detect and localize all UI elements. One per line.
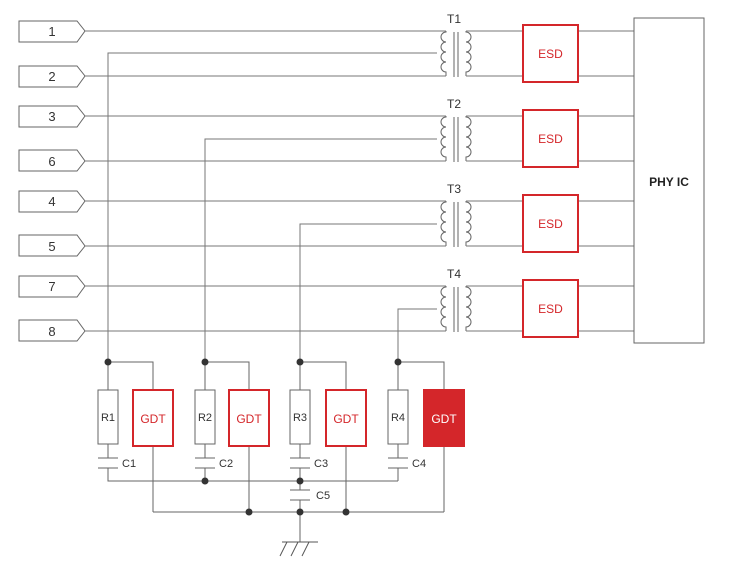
resistor-r1: R1 <box>97 389 119 445</box>
gdt-label: GDT <box>236 412 262 426</box>
esd-label: ESD <box>538 217 563 231</box>
transformer-label: T1 <box>447 12 461 26</box>
pin-connector-4: 4 <box>18 190 86 213</box>
pin-label: 6 <box>48 154 55 169</box>
resistor-r2: R2 <box>194 389 216 445</box>
esd-block-1: ESD <box>522 24 579 83</box>
pin-label: 2 <box>48 69 55 84</box>
phy-ic-label: PHY IC <box>649 175 689 189</box>
ground-icon <box>279 541 318 557</box>
esd-label: ESD <box>538 132 563 146</box>
capacitor-c1: C1 <box>98 457 136 470</box>
resistor-r3: R3 <box>289 389 311 445</box>
pin-connector-5: 5 <box>18 234 86 257</box>
pin-label: 8 <box>48 324 55 339</box>
resistor-r4: R4 <box>387 389 409 445</box>
gdt-3: GDT <box>325 389 367 447</box>
esd-label: ESD <box>538 47 563 61</box>
gdt-label: GDT <box>140 412 166 426</box>
resistor-label: R4 <box>391 412 405 424</box>
esd-label: ESD <box>538 302 563 316</box>
pin-label: 4 <box>48 194 55 209</box>
pin-label: 7 <box>48 279 55 294</box>
transformer-t3: T3 <box>440 182 472 247</box>
gdt-4: GDT <box>423 389 465 447</box>
pin-connector-6: 6 <box>18 149 86 172</box>
pin-connector-2: 2 <box>18 65 86 88</box>
transformer-t2: T2 <box>440 97 472 162</box>
gdt-label: GDT <box>431 412 457 426</box>
transformer-t4: T4 <box>440 267 472 332</box>
capacitor-c2: C2 <box>195 457 233 470</box>
resistor-label: R1 <box>101 412 115 424</box>
pin-connector-7: 7 <box>18 275 86 298</box>
capacitor-label: C3 <box>314 458 328 470</box>
center-tap-wires <box>107 52 437 362</box>
esd-block-2: ESD <box>522 109 579 168</box>
resistor-label: R2 <box>198 412 212 424</box>
capacitor-label: C5 <box>316 490 330 502</box>
gdt-label: GDT <box>333 412 359 426</box>
esd-block-4: ESD <box>522 279 579 338</box>
transformer-t1: T1 <box>440 12 472 77</box>
transformer-label: T2 <box>447 97 461 111</box>
esd-block-3: ESD <box>522 194 579 253</box>
transformer-label: T4 <box>447 267 461 281</box>
resistor-label: R3 <box>293 412 307 424</box>
primary-wires <box>85 30 446 332</box>
capacitor-c5: C5 <box>290 489 330 502</box>
pin-connector-8: 8 <box>18 319 86 342</box>
pin-connector-1: 1 <box>18 20 86 43</box>
capacitor-c3: C3 <box>290 457 328 470</box>
phy-ic-block: PHY IC <box>633 17 705 344</box>
capacitor-c4: C4 <box>388 457 426 470</box>
pin-label: 1 <box>48 24 55 39</box>
transformer-label: T3 <box>447 182 461 196</box>
junction-dots <box>104 358 402 516</box>
pin-label: 3 <box>48 109 55 124</box>
gdt-2: GDT <box>228 389 270 447</box>
capacitor-label: C4 <box>412 458 426 470</box>
pin-label: 5 <box>48 239 55 254</box>
capacitor-label: C2 <box>219 458 233 470</box>
pin-connector-3: 3 <box>18 105 86 128</box>
capacitor-label: C1 <box>122 458 136 470</box>
gdt-1: GDT <box>132 389 174 447</box>
